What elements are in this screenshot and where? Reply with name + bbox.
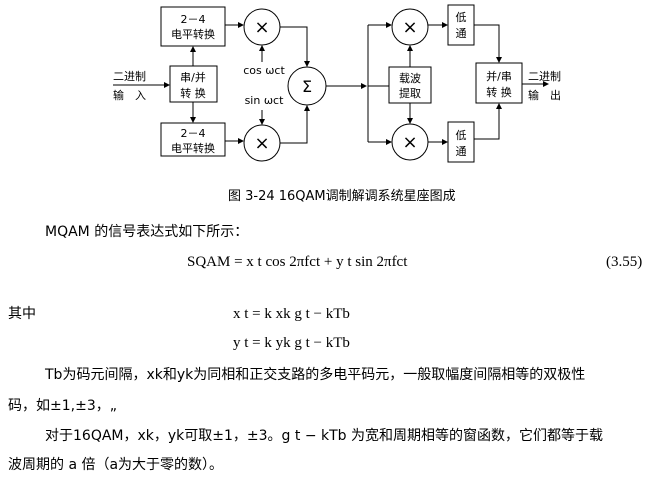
lowpass-top-label: 低 [456, 11, 467, 24]
serial-parallel-label: 串/并 [180, 70, 206, 84]
input-label: 二进制 [113, 70, 146, 83]
multiply-symbol: × [254, 17, 269, 38]
output-label2: 输 出 [528, 88, 561, 102]
where-label: 其中 [8, 306, 36, 322]
qam-block-diagram: 2－4 电平转换 2－4 电平转换 串/并 转 换 × × × × Σ cos … [113, 4, 561, 163]
input-label2: 输 入 [113, 88, 146, 102]
lowpass-top-label2: 通 [456, 27, 467, 40]
figure-caption: 图 3-24 16QAM调制解调系统星座图成 [228, 189, 456, 204]
sin-carrier-label: sin ωct [245, 94, 285, 107]
level-converter-bottom-label2: 电平转换 [171, 141, 215, 155]
level-converter-bottom-label: 2－4 [181, 127, 206, 140]
carrier-extract-label2: 提取 [399, 87, 421, 100]
lowpass-bottom-label: 低 [456, 129, 467, 142]
parallel-serial-label: 并/串 [486, 69, 512, 83]
multiply-symbol: × [402, 132, 417, 153]
intro-text: MQAM 的信号表达式如下所示： [45, 224, 249, 240]
level-converter-top-label: 2－4 [181, 13, 206, 26]
carrier-extract-label: 载波 [399, 72, 421, 85]
output-label: 二进制 [528, 70, 561, 83]
formula-main: SQAM = x t cos 2πfct + y t sin 2πfct [187, 254, 408, 270]
paragraph-2-line-1: 对于16QAM，xk，yk可取±1，±3。g t − kTb 为宽和周期相等的窗… [45, 428, 604, 444]
lowpass-bottom-label2: 通 [456, 145, 467, 158]
multiply-symbol: × [402, 17, 417, 38]
formula-x: x t = k xk g t − kTb [233, 306, 350, 322]
paragraph-1-line-2: 码，如±1,±3，„ [8, 398, 117, 414]
formula-y: y t = k yk g t − kTb [233, 335, 350, 351]
cos-carrier-label: cos ωct [243, 64, 285, 77]
paragraph-2-line-2: 波周期的 a 倍（a为大于零的数）。 [8, 457, 224, 473]
serial-parallel-label2: 转 换 [180, 86, 206, 100]
paragraph-1-line-1: Tb为码元间隔，xk和yk为同相和正交支路的多电平码元，一般取幅度间隔相等的双极… [45, 367, 586, 383]
multiply-symbol: × [254, 133, 269, 154]
formula-number: (3.55) [606, 254, 643, 270]
sum-symbol: Σ [302, 77, 312, 96]
level-converter-top-label2: 电平转换 [171, 27, 215, 41]
level-converter-bottom [160, 122, 226, 157]
lowpass-bottom [447, 121, 475, 163]
parallel-serial-label2: 转 换 [486, 85, 512, 99]
